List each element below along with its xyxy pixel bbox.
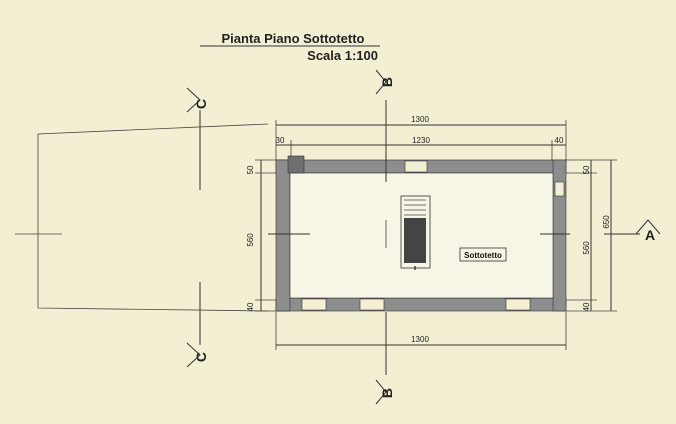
room-label: Sottotetto (464, 251, 502, 260)
room-label-box (459, 247, 507, 262)
dim-left-top-wall: 50 (246, 165, 255, 174)
dim-left-bottom-wall: 40 (246, 302, 255, 311)
dim-right-offset: 40 (555, 136, 564, 145)
section-c-arrow-bottom (186, 342, 201, 368)
section-a-label: A (645, 227, 655, 243)
window-south-3 (505, 298, 531, 311)
dim-overall-depth: 650 (602, 215, 611, 229)
stair-flight (404, 218, 426, 263)
section-c-label-bottom: C (193, 352, 209, 362)
dim-right-inner: 560 (582, 241, 591, 255)
wall-west (275, 159, 291, 312)
roof-outline (37, 123, 269, 312)
plan-scale: Scala 1:100 (307, 48, 378, 63)
section-c-arrow-top (186, 87, 201, 113)
plan-title: Pianta Piano Sottotetto (222, 31, 365, 46)
dim-total-bottom: 1300 (411, 335, 429, 344)
section-b-label-bottom: B (379, 388, 395, 398)
section-b-arrow-top (375, 69, 387, 95)
section-b-arrow-bottom (375, 379, 387, 405)
dim-right-bottom-wall: 40 (582, 302, 591, 311)
dim-total-top: 1300 (411, 115, 429, 124)
window-south-1 (301, 298, 327, 311)
window-south-2 (359, 298, 385, 311)
section-b-label-top: B (379, 77, 395, 87)
dim-left-offset: 30 (276, 136, 285, 145)
window-east (554, 181, 565, 197)
dim-inner-width: 1230 (412, 136, 430, 145)
window-north (404, 160, 428, 173)
section-a-arrow (635, 219, 661, 235)
staircase (400, 195, 431, 270)
section-c-label-top: C (193, 99, 209, 109)
dim-left-inner: 560 (246, 233, 255, 247)
building-walls (275, 155, 567, 312)
chimney (287, 155, 305, 174)
dim-right-top-wall: 50 (582, 165, 591, 174)
